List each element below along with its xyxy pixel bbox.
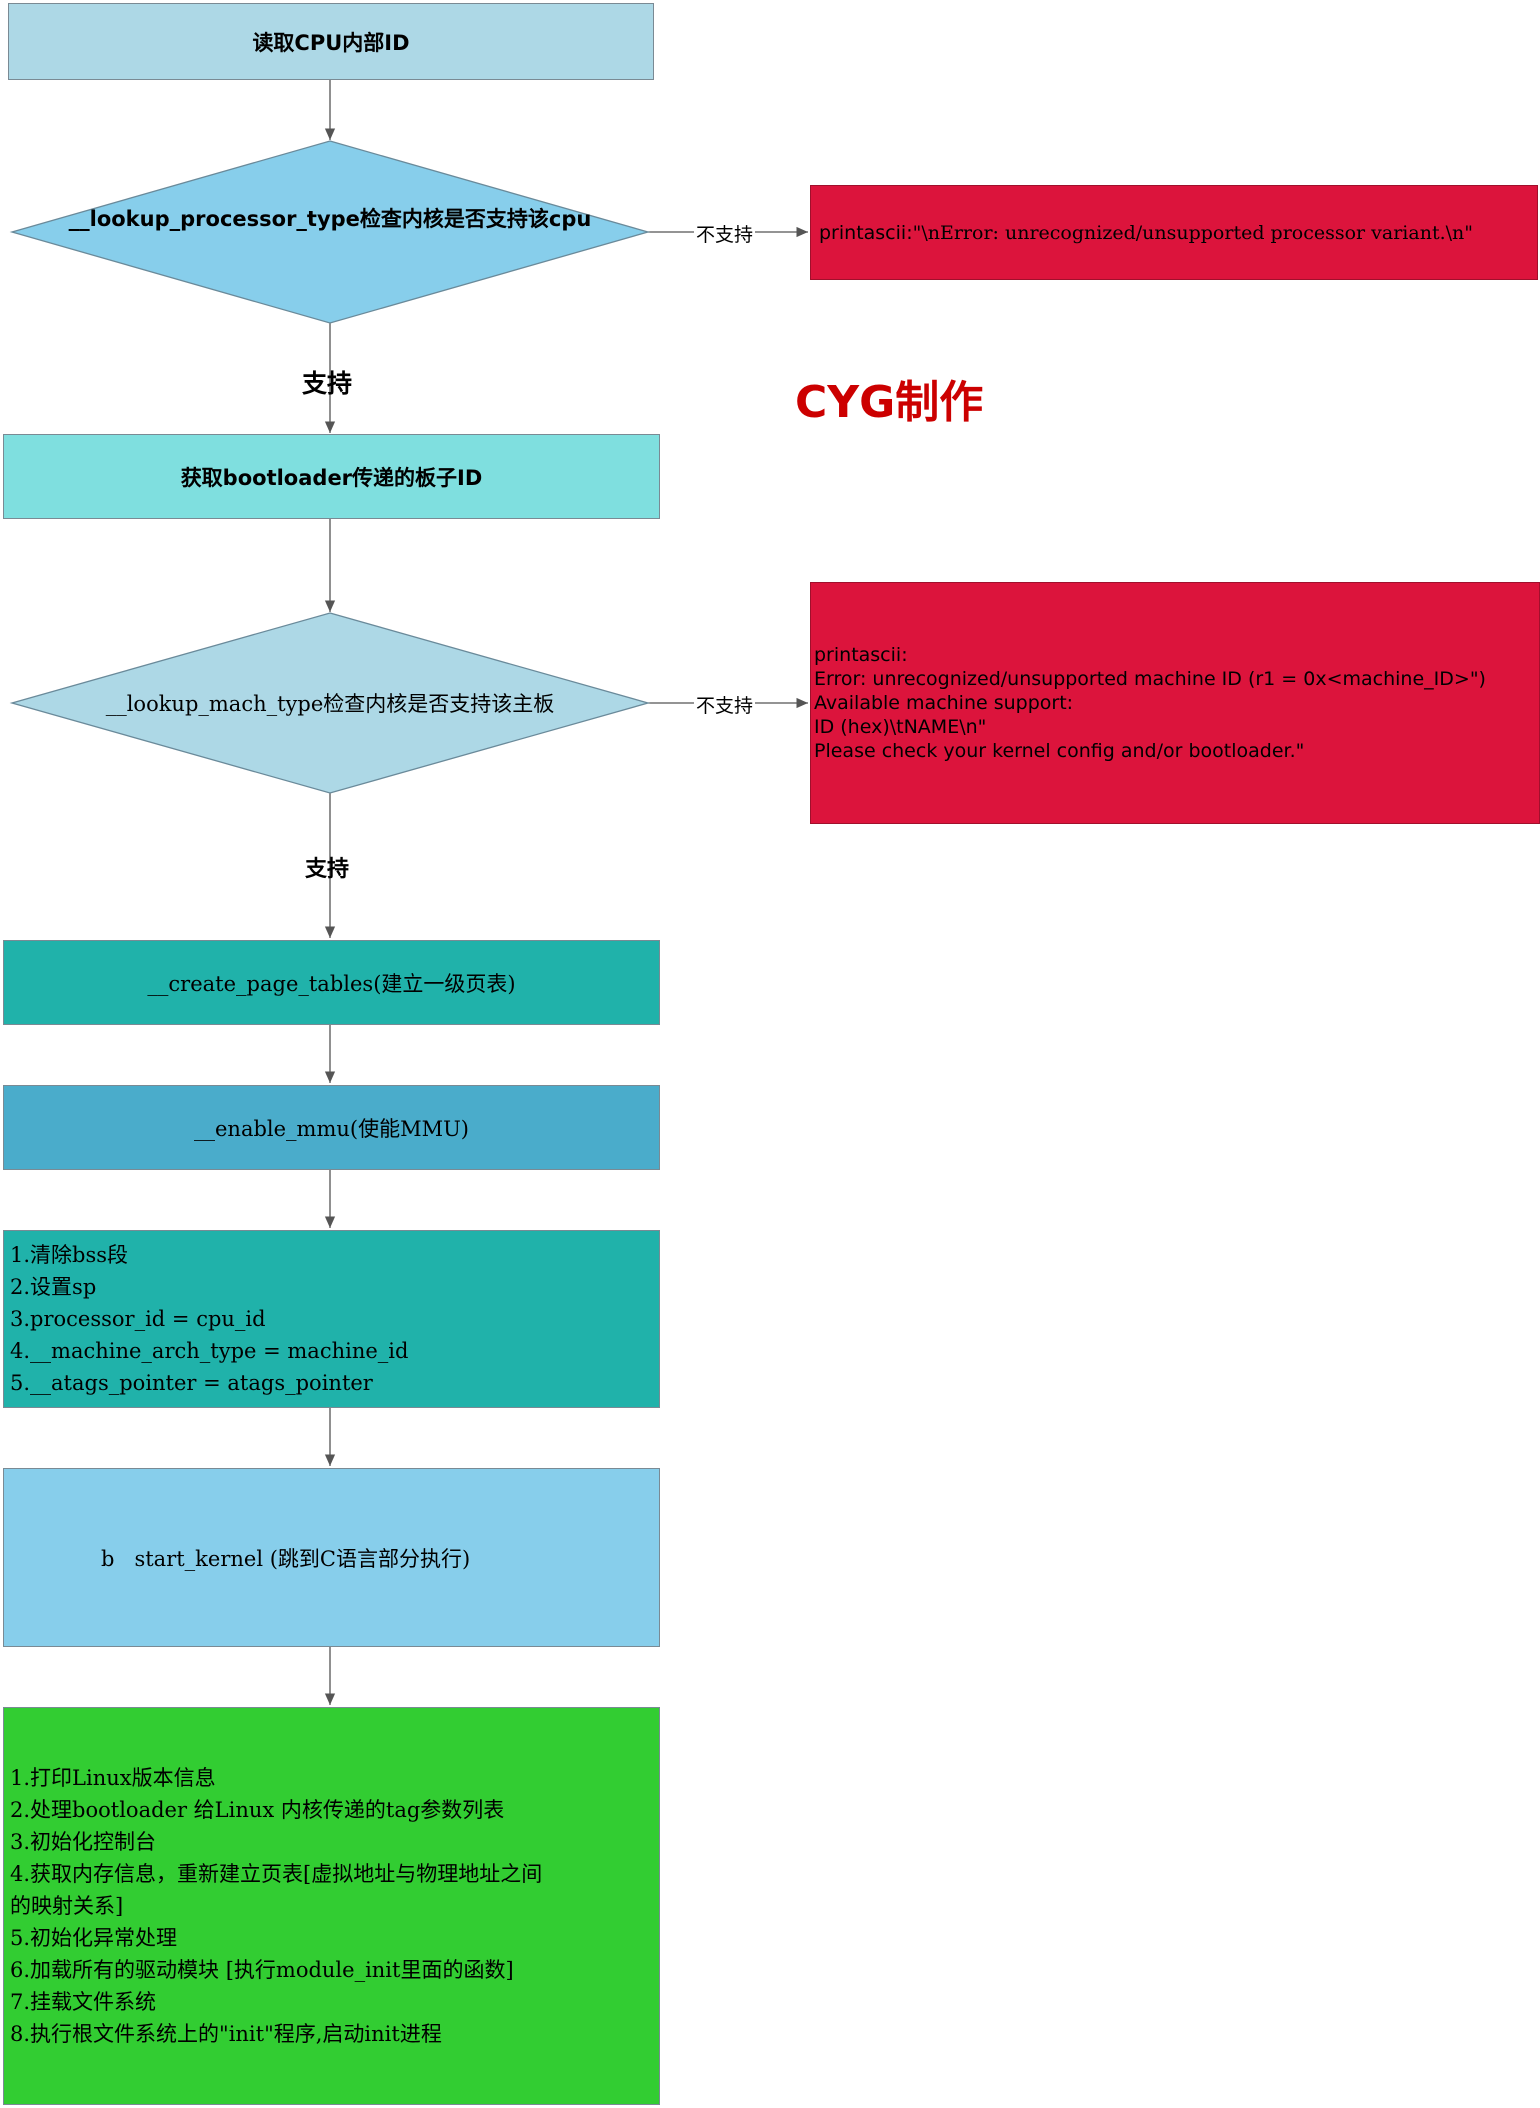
node-get-board-id[interactable]: 获取bootloader传递的板子ID	[3, 434, 660, 519]
kernel-step-6: 6.加载所有的驱动模块 [执行module_init里面的函数]	[10, 1958, 514, 1982]
kernel-step-4-cont: 的映射关系]	[10, 1894, 124, 1918]
watermark-text: CYG制作	[795, 377, 984, 428]
setup-step-4: 4.__machine_arch_type = machine_id	[10, 1339, 409, 1363]
error-mach-line-4: ID (hex)\tNAME\n"	[814, 716, 987, 738]
node-get-board-id-label: 获取bootloader传递的板子ID	[180, 465, 483, 490]
node-kernel-steps[interactable]: 1.打印Linux版本信息 2.处理bootloader 给Linux 内核传递…	[3, 1707, 660, 2105]
node-read-cpu-id[interactable]: 读取CPU内部ID	[8, 3, 654, 80]
decision-processor-label[interactable]: __lookup_processor_type检查内核是否支持该cpu	[68, 207, 592, 231]
setup-step-2: 2.设置sp	[10, 1275, 97, 1299]
edge-label-supported-1: 支持	[302, 369, 353, 398]
kernel-step-4: 4.获取内存信息，重新建立页表[虚拟地址与物理地址之间	[10, 1862, 543, 1886]
error-mach-line-1: printascii:	[814, 644, 908, 666]
node-start-kernel-label: b start_kernel (跳到C语言部分执行)	[101, 1546, 471, 1571]
decision-processor-shape	[9, 140, 651, 324]
kernel-step-3: 3.初始化控制台	[10, 1830, 157, 1854]
error-mach-box[interactable]: printascii: Error: unrecognized/unsuppor…	[810, 582, 1540, 824]
node-read-cpu-id-label: 读取CPU内部ID	[252, 30, 410, 55]
kernel-step-8: 8.执行根文件系统上的"init"程序,启动init进程	[10, 2022, 442, 2046]
error-processor-message: "\nError: unrecognized/unsupported proce…	[912, 221, 1474, 244]
node-create-page-tables-label: __create_page_tables(建立一级页表)	[147, 971, 516, 996]
error-mach-line-5: Please check your kernel config and/or b…	[814, 740, 1305, 762]
edge-label-not-supported-1: 不支持	[694, 220, 756, 247]
decision-mach-label[interactable]: __lookup_mach_type检查内核是否支持该主板	[105, 692, 555, 716]
decision-mach-shape	[9, 612, 651, 794]
node-start-kernel[interactable]: b start_kernel (跳到C语言部分执行)	[3, 1468, 660, 1647]
error-mach-line-3: Available machine support:	[814, 692, 1074, 714]
node-enable-mmu-label: __enable_mmu(使能MMU)	[194, 1116, 469, 1141]
error-processor-box[interactable]: printascii: "\nError: unrecognized/unsup…	[810, 185, 1538, 280]
setup-step-1: 1.清除bss段	[10, 1243, 129, 1267]
setup-step-3: 3.processor_id = cpu_id	[10, 1307, 266, 1331]
setup-step-5: 5.__atags_pointer = atags_pointer	[10, 1371, 373, 1395]
error-mach-line-2: Error: unrecognized/unsupported machine …	[814, 668, 1486, 690]
node-create-page-tables[interactable]: __create_page_tables(建立一级页表)	[3, 940, 660, 1025]
kernel-step-1: 1.打印Linux版本信息	[10, 1766, 216, 1790]
node-setup-steps[interactable]: 1.清除bss段 2.设置sp 3.processor_id = cpu_id …	[3, 1230, 660, 1408]
edge-label-not-supported-2: 不支持	[694, 691, 756, 718]
kernel-step-5: 5.初始化异常处理	[10, 1926, 178, 1950]
node-enable-mmu[interactable]: __enable_mmu(使能MMU)	[3, 1085, 660, 1170]
error-processor-prefix: printascii:	[819, 221, 913, 244]
edge-label-supported-2: 支持	[305, 857, 350, 882]
kernel-step-7: 7.挂载文件系统	[10, 1990, 157, 2014]
kernel-step-2: 2.处理bootloader 给Linux 内核传递的tag参数列表	[10, 1798, 505, 1822]
